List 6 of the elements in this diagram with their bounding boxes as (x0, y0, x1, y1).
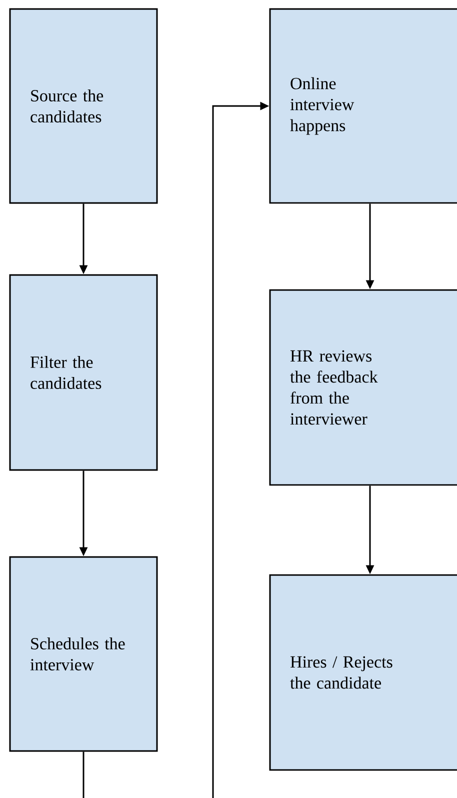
process-box: Hires / Rejects the candidate (269, 574, 457, 771)
process-box: HR reviews the feedback from the interviewer (269, 289, 457, 486)
process-box: Filter the candidates (9, 274, 158, 471)
process-box: Source the candidates (9, 8, 158, 204)
process-box: Online interview happens (269, 8, 457, 204)
process-box: Schedules the interview (9, 556, 158, 752)
